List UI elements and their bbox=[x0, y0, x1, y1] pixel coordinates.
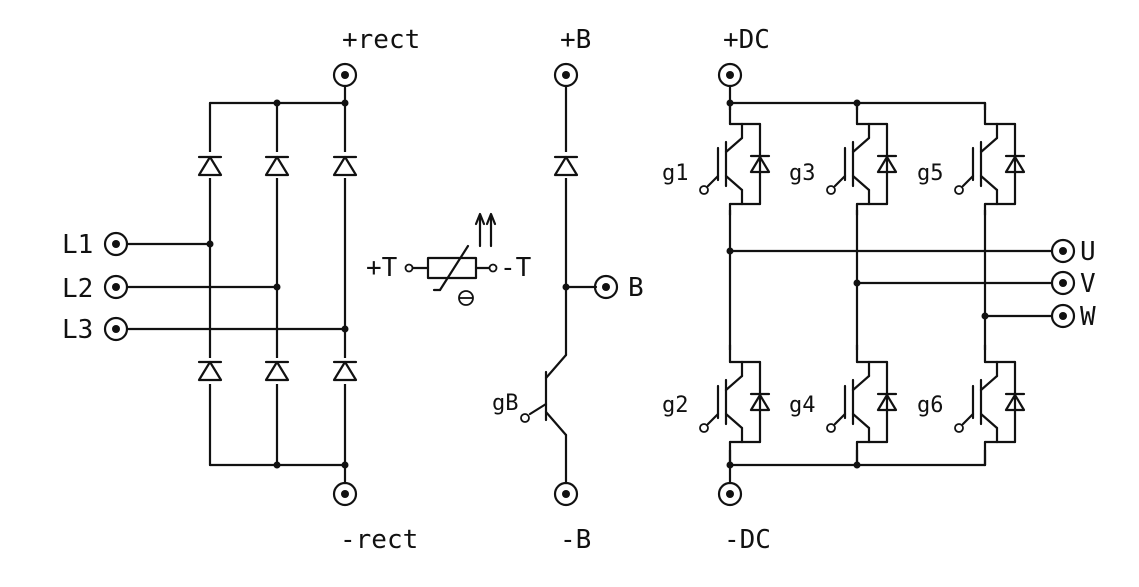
b-neg-label: -B bbox=[560, 525, 591, 555]
b-pos-label: +B bbox=[560, 25, 591, 55]
gb-label: gB bbox=[492, 391, 519, 416]
brake-chopper: +B B gB -B bbox=[492, 25, 644, 555]
t-neg-pin-icon[interactable] bbox=[488, 263, 498, 273]
ntc-thermistor-icon bbox=[426, 256, 478, 280]
dc-pos-label: +DC bbox=[723, 25, 770, 55]
g6-label: g6 bbox=[917, 393, 944, 418]
g2-label: g2 bbox=[662, 393, 689, 418]
dc-neg-terminal-icon[interactable] bbox=[717, 481, 743, 507]
rect-pos-terminal-icon[interactable] bbox=[332, 62, 358, 88]
rect-pos-label: +rect bbox=[342, 25, 420, 55]
u-terminal-icon[interactable] bbox=[1050, 238, 1076, 264]
t-pos-pin-icon[interactable] bbox=[404, 263, 414, 273]
g4-label: g4 bbox=[789, 393, 816, 418]
b-terminal-icon[interactable] bbox=[593, 274, 619, 300]
rect-neg-label: -rect bbox=[340, 525, 418, 555]
g3-label: g3 bbox=[789, 161, 816, 186]
t-neg-label: -T bbox=[500, 253, 532, 283]
rect-neg-terminal-icon[interactable] bbox=[332, 481, 358, 507]
l1-label: L1 bbox=[62, 230, 93, 260]
b-neg-terminal-icon[interactable] bbox=[553, 481, 579, 507]
l2-label: L2 bbox=[62, 274, 93, 304]
dc-pos-terminal-icon[interactable] bbox=[717, 62, 743, 88]
w-terminal-icon[interactable] bbox=[1050, 303, 1076, 329]
gb-pin-icon[interactable] bbox=[520, 413, 530, 423]
dc-neg-label: -DC bbox=[724, 525, 771, 555]
v-terminal-icon[interactable] bbox=[1050, 270, 1076, 296]
l1-terminal-icon[interactable] bbox=[103, 231, 129, 257]
l3-label: L3 bbox=[62, 315, 93, 345]
g1-label: g1 bbox=[662, 161, 689, 186]
t-pos-label: +T bbox=[366, 253, 398, 283]
b-pos-terminal-icon[interactable] bbox=[553, 62, 579, 88]
inverter-bridge: +DC g1 g3 g5 bbox=[662, 25, 1096, 555]
v-label: V bbox=[1080, 269, 1096, 299]
l3-terminal-icon[interactable] bbox=[103, 316, 129, 342]
rectifier-bridge: +rect -rect L1 L bbox=[62, 25, 420, 555]
w-label: W bbox=[1080, 302, 1096, 332]
l2-terminal-icon[interactable] bbox=[103, 274, 129, 300]
u-label: U bbox=[1080, 237, 1096, 267]
b-label: B bbox=[628, 273, 644, 303]
ntc-thermistor: +T -T bbox=[366, 212, 532, 306]
g5-label: g5 bbox=[917, 161, 944, 186]
